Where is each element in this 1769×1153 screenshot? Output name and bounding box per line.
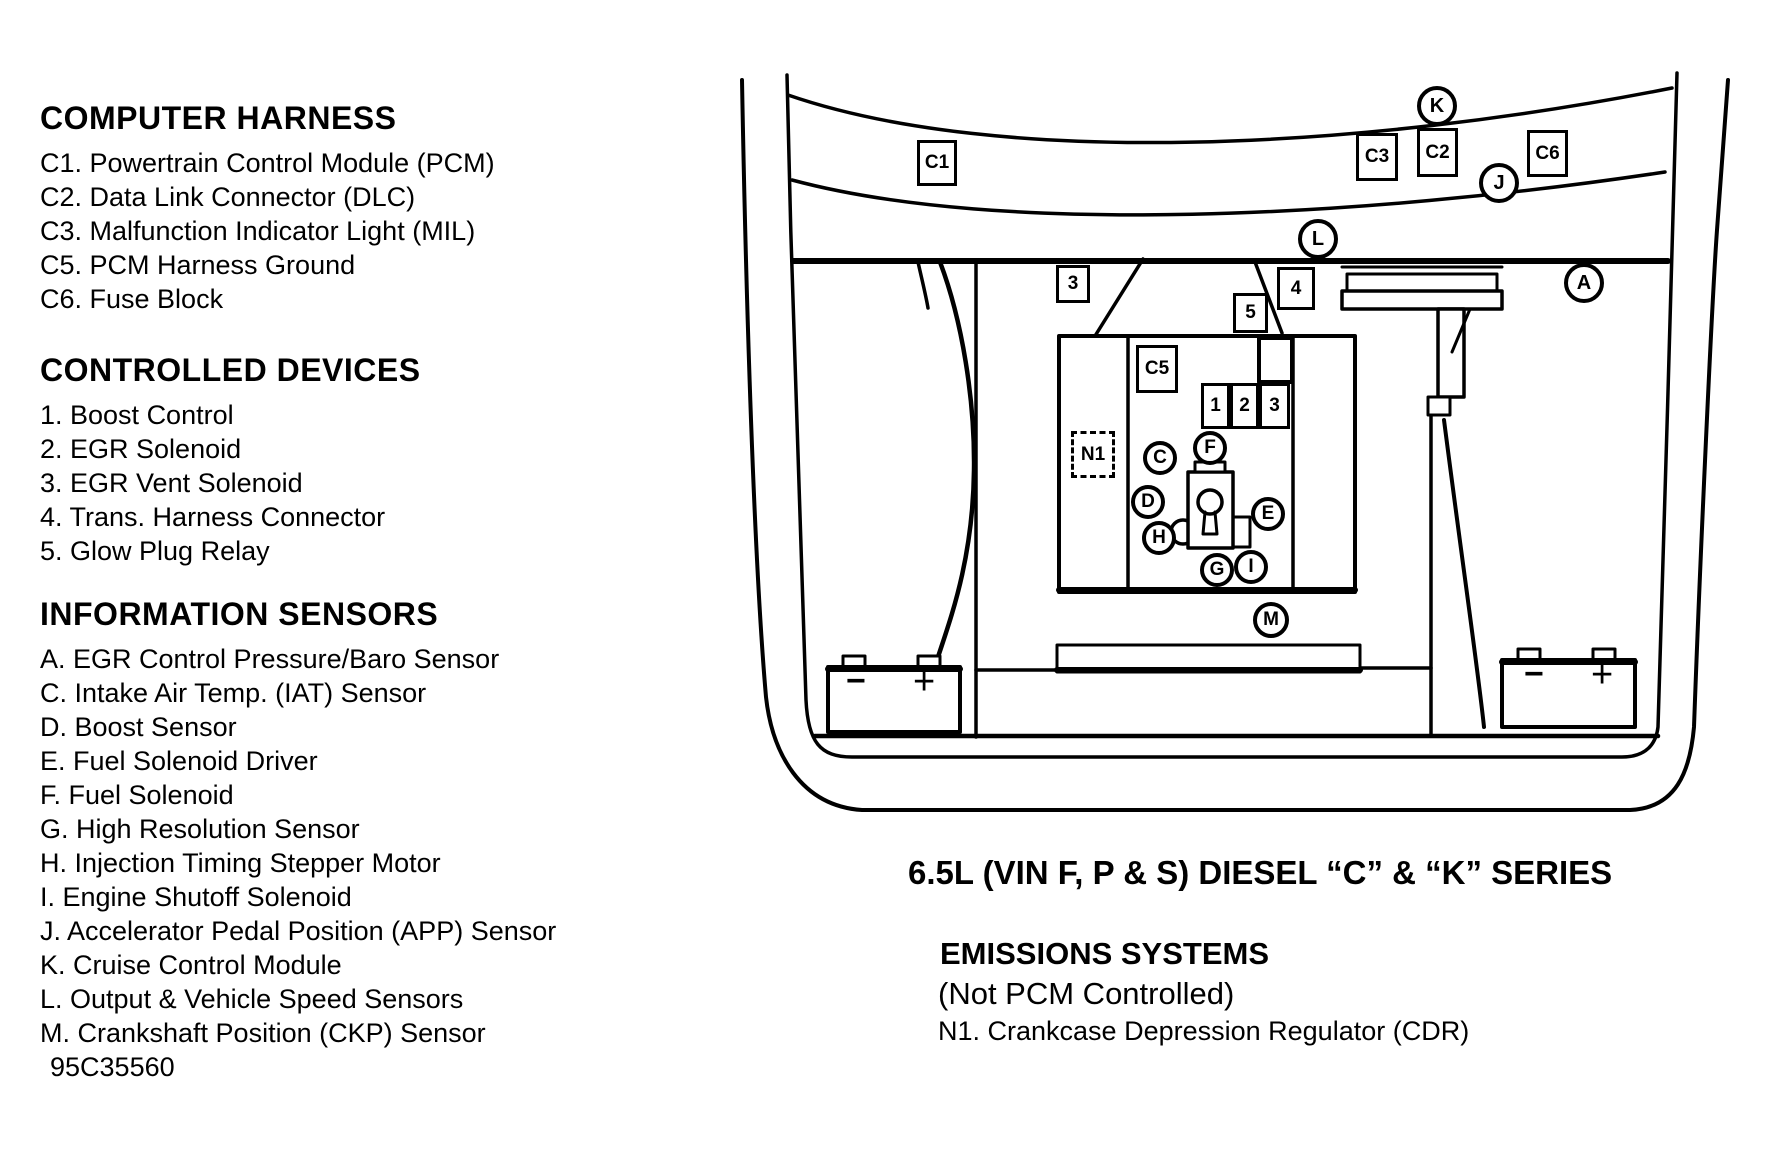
emissions-title: EMISSIONS SYSTEMS	[940, 936, 1270, 971]
callout-box-2-row: 2	[1230, 383, 1259, 429]
callout-circle-m: M	[1253, 602, 1289, 638]
legend-computer-harness: COMPUTER HARNESS C1. Powertrain Control …	[40, 100, 495, 316]
legend-section-title: CONTROLLED DEVICES	[40, 352, 421, 388]
legend-item: 2. EGR Solenoid	[40, 434, 242, 464]
battery-left-minus: −	[846, 662, 866, 700]
callout-box-3-row: 3	[1259, 383, 1290, 429]
legend-controlled-devices: CONTROLLED DEVICES 1. Boost Control 2. E…	[40, 352, 421, 568]
legend-item: C3. Malfunction Indicator Light (MIL)	[40, 216, 476, 246]
callout-circle-f: F	[1193, 431, 1227, 465]
legend-item: 1. Boost Control	[40, 400, 234, 430]
legend-item: C6. Fuse Block	[40, 284, 224, 314]
series-caption: 6.5L (VIN F, P & S) DIESEL “C” & “K” SER…	[908, 854, 1613, 891]
legend-information-sensors: INFORMATION SENSORS A. EGR Control Press…	[40, 596, 556, 1050]
callout-box-1-row: 1	[1201, 383, 1230, 429]
legend-item: I. Engine Shutoff Solenoid	[40, 882, 352, 912]
legend-item: L. Output & Vehicle Speed Sensors	[40, 984, 464, 1014]
battery-right	[1500, 658, 1637, 729]
legend-item: D. Boost Sensor	[40, 712, 237, 742]
callout-box-4: 4	[1277, 267, 1315, 310]
legend-item: C. Intake Air Temp. (IAT) Sensor	[40, 678, 427, 708]
battery-left	[826, 665, 962, 734]
callout-box-c2: C2	[1417, 128, 1458, 177]
battery-right-plus: +	[1591, 654, 1614, 696]
legend-item: F. Fuel Solenoid	[40, 780, 234, 810]
legend-item: A. EGR Control Pressure/Baro Sensor	[40, 644, 500, 674]
booster-platform	[1340, 289, 1504, 311]
vehicle-outer-outline	[740, 78, 1730, 812]
left-harness-wire	[935, 259, 977, 660]
cowl-upper-curve	[786, 86, 1674, 145]
callout-box-n1: N1	[1071, 431, 1115, 478]
legend-item: C1. Powertrain Control Module (PCM)	[40, 148, 495, 178]
callout-circle-c: C	[1143, 441, 1177, 475]
legend-item: 3. EGR Vent Solenoid	[40, 468, 303, 498]
battery-right-minus: −	[1524, 655, 1544, 693]
callout-circle-l: L	[1298, 219, 1338, 259]
figure-id: 95C35560	[50, 1052, 175, 1082]
legend-item: 4. Trans. Harness Connector	[40, 502, 386, 532]
cowl-lower-curve	[790, 170, 1667, 217]
legend-section-title: INFORMATION SENSORS	[40, 596, 439, 632]
callout-circle-d: D	[1131, 485, 1165, 519]
legend-item: C2. Data Link Connector (DLC)	[40, 182, 416, 212]
callout-circle-i: I	[1234, 550, 1268, 584]
injection-pump	[1186, 470, 1235, 550]
right-harness-wire	[1442, 418, 1486, 729]
callout-box-5: 5	[1233, 293, 1268, 333]
legend-item: C5. PCM Harness Ground	[40, 250, 356, 280]
callout-box-c3: C3	[1356, 133, 1398, 181]
callout-box-3: 3	[1056, 265, 1090, 303]
legend-item: K. Cruise Control Module	[40, 950, 342, 980]
callout-circle-a: A	[1564, 263, 1604, 303]
callout-circle-j: J	[1479, 163, 1519, 203]
legend-item: J. Accelerator Pedal Position (APP) Sens…	[40, 916, 557, 946]
callout-circle-e: E	[1251, 497, 1285, 531]
callout-box-c6: C6	[1527, 130, 1568, 177]
callout-box-c5: C5	[1136, 345, 1178, 393]
callout-circle-g: G	[1200, 553, 1234, 587]
callout-circle-k: K	[1417, 86, 1457, 126]
legend-item: M. Crankshaft Position (CKP) Sensor	[40, 1018, 486, 1048]
callout-circle-h: H	[1142, 521, 1176, 555]
legend-item: G. High Resolution Sensor	[40, 814, 360, 844]
emissions-subtitle: (Not PCM Controlled)	[938, 976, 1235, 1011]
vehicle-inner-outline	[785, 71, 1679, 759]
legend-item: 5. Glow Plug Relay	[40, 536, 270, 566]
engine-compartment-drawing	[740, 71, 1730, 812]
emissions-item: N1. Crankcase Depression Regulator (CDR)	[938, 1016, 1470, 1046]
legend-item: H. Injection Timing Stepper Motor	[40, 848, 441, 878]
battery-left-plus: +	[913, 661, 936, 703]
legend-section-title: COMPUTER HARNESS	[40, 100, 397, 136]
callout-box-c1: C1	[917, 140, 957, 186]
legend-item: E. Fuel Solenoid Driver	[40, 746, 318, 776]
